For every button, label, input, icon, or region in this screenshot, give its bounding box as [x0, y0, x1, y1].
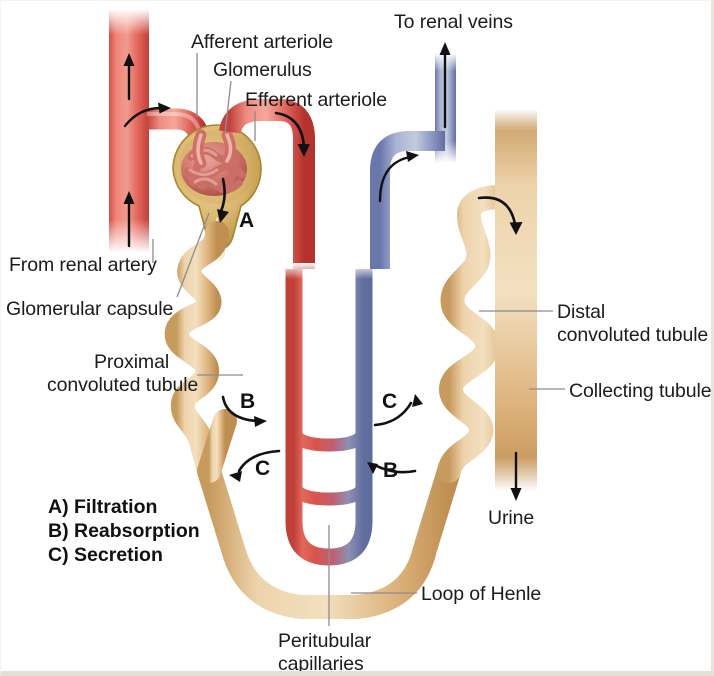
label-from-renal-artery: From renal artery	[9, 254, 157, 276]
arrow-secretion-left	[229, 449, 281, 482]
arrow-artery-up-bottom	[123, 191, 135, 248]
leader-lines	[152, 53, 565, 626]
label-proximal-convoluted-tubule-line2: convoluted tubule	[47, 374, 199, 396]
legend-reabsorption: B) Reabsorption	[48, 520, 200, 542]
arrow-vein-inflow	[378, 151, 419, 203]
label-loop-of-henle: Loop of Henle	[421, 583, 542, 605]
label-glomerular-capsule: Glomerular capsule	[6, 298, 174, 320]
arrow-reabsorption-right	[367, 462, 417, 474]
legend-filtration: A) Filtration	[48, 496, 158, 518]
marker-b-right: B	[383, 459, 399, 482]
proximal-convoluted-tubule	[164, 221, 229, 483]
arrow-into-afferent	[123, 102, 171, 128]
label-glomerulus: Glomerulus	[213, 59, 312, 81]
arrow-artery-up-top	[123, 53, 135, 101]
marker-b-left: B	[240, 390, 256, 413]
arrow-efferent-down	[274, 111, 310, 157]
arrow-filtration-a	[217, 177, 229, 223]
distal-convoluted-tubule	[437, 185, 533, 483]
legend-secretion: C) Secretion	[48, 544, 163, 566]
label-peritubular-capillaries: Peritubular capillaries	[278, 630, 372, 675]
label-proximal-convoluted-tubule-line1: Proximal	[94, 351, 170, 373]
leader-glomerular-capsule	[176, 212, 210, 298]
label-collecting-tubule: Collecting tubule	[569, 380, 712, 402]
arrow-distal-to-collecting	[477, 196, 523, 235]
collecting-tubule	[495, 109, 537, 491]
marker-c-right: C	[382, 390, 398, 413]
efferent-arteriole-vessel	[219, 99, 315, 269]
glomerulus-capillary-tuft	[181, 129, 247, 196]
arrow-urine-down	[510, 451, 522, 501]
marker-a: A	[239, 209, 255, 232]
label-urine: Urine	[488, 507, 535, 529]
arrow-to-renal-veins	[439, 42, 451, 129]
peritubular-capillaries-network	[285, 263, 373, 566]
label-afferent-arteriole: Afferent arteriole	[191, 31, 334, 53]
flow-arrows	[123, 42, 523, 501]
marker-c-left: C	[255, 457, 271, 480]
label-distal-convoluted-tubule: Distal convoluted tubule	[557, 301, 709, 346]
arrow-reabsorption-left	[221, 395, 267, 427]
arrow-secretion-right	[373, 394, 423, 427]
leader-glomerulus	[224, 80, 232, 134]
label-to-renal-veins: To renal veins	[394, 11, 513, 33]
label-efferent-arteriole: Efferent arteriole	[245, 89, 388, 111]
